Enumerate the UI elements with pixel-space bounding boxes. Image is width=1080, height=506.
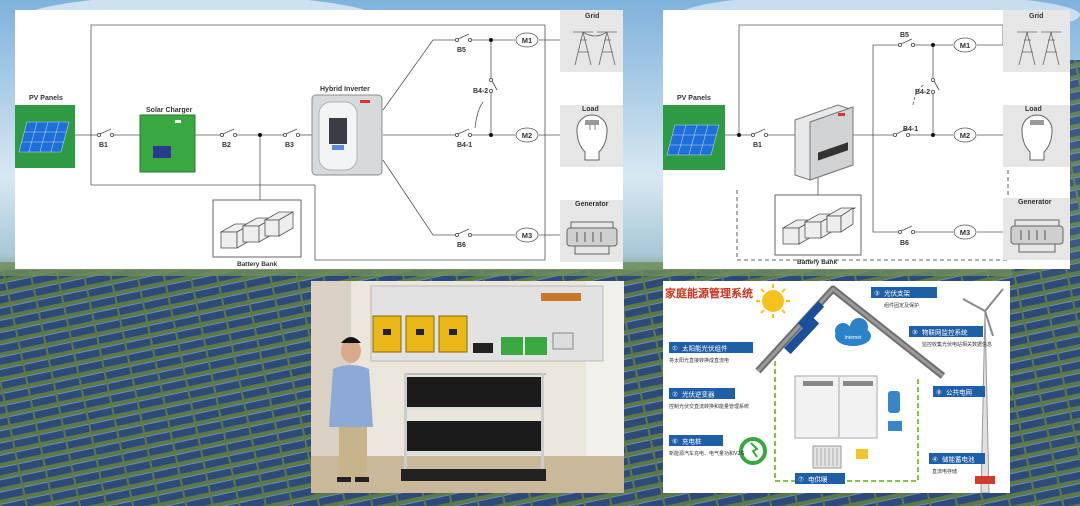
d2-grid-label: Grid (1029, 13, 1043, 20)
hybrid-inverter-icon (311, 94, 383, 176)
d2-switch-b1-label: B1 (753, 142, 762, 149)
callout-2-num: ② (672, 391, 678, 399)
d2-meter-m2-label: M2 (960, 131, 970, 140)
d2-pv-panels-label: PV Panels (677, 95, 711, 102)
d2-meter-m3-label: M3 (960, 228, 970, 237)
callout-4-desc: 直流电存储 (932, 468, 957, 475)
callout-6-num: ⑥ (672, 438, 678, 446)
person-figure (329, 337, 373, 482)
callout-9-desc: 监控收集光伏电站相关数据信息 (922, 341, 992, 348)
callout-7-num: ⑦ (798, 476, 804, 484)
d2-load-label: Load (1025, 106, 1042, 113)
generator-icon (560, 200, 623, 262)
switch-b1-label: B1 (99, 142, 108, 149)
switch-b3-label: B3 (285, 142, 294, 149)
d2-switch-b4-1-label: B4-1 (903, 126, 918, 133)
d2-load-bulb-icon (1003, 105, 1070, 167)
switch-b4-2-label: B4-2 (473, 88, 488, 95)
hybrid-system-diagram-1: B1 B2 B3 B4-1 B4-2 B5 B6 M1 M2 M3 PV Pan… (15, 10, 623, 269)
meter-m1-label: M1 (522, 36, 532, 45)
callout-2-title: 光伏逆变器 (682, 390, 715, 399)
hybrid-system-diagram-2: B1 B4-1 B4-2 B5 B6 M1 M2 M3 PV Panels (663, 10, 1070, 269)
callout-8-num: ⑧ (936, 389, 942, 397)
home-inverter-unit (794, 375, 878, 439)
d2-pv-panel-icon (663, 105, 725, 170)
callout-1-desc: 将太阳光直接转换成直流电 (669, 357, 729, 364)
d2-switch-b5-label: B5 (900, 32, 909, 39)
internet-cloud-icon: Internet (835, 318, 871, 346)
home-energy-management-diagram: 家庭能源管理系统 Internet (663, 281, 1010, 493)
d2-switch-b6-label: B6 (900, 240, 909, 247)
solar-charger-label: Solar Charger (146, 107, 193, 114)
d2-switch-b4-2-label: B4-2 (915, 89, 930, 96)
callout-3-num: ③ (874, 290, 880, 298)
d2-generator-icon (1003, 198, 1070, 260)
callout-6-title: 充电桩 (682, 437, 702, 446)
hybrid-inverter-label: Hybrid Inverter (320, 86, 370, 93)
callout-9-num: ⑨ (912, 329, 918, 337)
battery-rack-icon (401, 373, 546, 481)
callout-8-title: 公共电网 (946, 388, 972, 397)
wind-turbine-icon (962, 288, 1004, 493)
grid-tower-icon (560, 10, 623, 72)
meter-m3-label: M3 (522, 231, 532, 240)
grid-label: Grid (585, 13, 599, 20)
callout-9-title: 物联网监控系统 (922, 328, 968, 337)
battery-bank-icon (212, 199, 302, 258)
callout-1-num: ① (672, 345, 678, 353)
callout-3-title: 光伏支架 (884, 289, 911, 298)
switch-b5-label: B5 (457, 47, 466, 54)
d2-battery-bank-icon (774, 194, 862, 256)
yellow-inverter-icon (372, 315, 468, 353)
d2-meter-m1-label: M1 (960, 41, 970, 50)
generator-label: Generator (575, 201, 609, 208)
callout-7-title: 电供暖 (808, 475, 828, 484)
switch-b4-1-label: B4-1 (457, 142, 472, 149)
switch-b6-label: B6 (457, 242, 466, 249)
callout-6-desc: 新能源汽车充电、电气量功和V2G (669, 450, 745, 457)
solar-charger-icon (139, 114, 196, 173)
roof-pv-module-icon (784, 301, 825, 355)
pv-panel-icon (15, 105, 75, 168)
d2-generator-label: Generator (1018, 199, 1052, 206)
d2-inverter-icon (794, 104, 854, 181)
load-label: Load (582, 106, 599, 113)
d2-battery-bank-label: Battery Bank (797, 259, 837, 266)
callout-3-desc: 组件固定及保护 (884, 302, 919, 309)
pv-panels-label: PV Panels (29, 95, 63, 102)
callout-4-num: ④ (932, 456, 938, 464)
d2-grid-tower-icon (1003, 10, 1070, 72)
home-title: 家庭能源管理系统 (665, 286, 753, 300)
switch-b2-label: B2 (222, 142, 231, 149)
callout-2-desc: 控制光伏交直流转换和能量管理系统 (669, 403, 749, 410)
cloud-label: Internet (845, 335, 863, 341)
sun-icon (756, 284, 790, 318)
callout-4-title: 储能蓄电池 (942, 455, 975, 464)
battery-bank-label: Battery Bank (237, 261, 277, 268)
callout-1-title: 太阳能光伏组件 (682, 344, 728, 353)
meter-m2-label: M2 (522, 131, 532, 140)
ev-charger-icon (739, 437, 767, 465)
load-bulb-icon (560, 105, 623, 167)
house-outline (755, 285, 946, 482)
installation-photo (311, 281, 624, 493)
